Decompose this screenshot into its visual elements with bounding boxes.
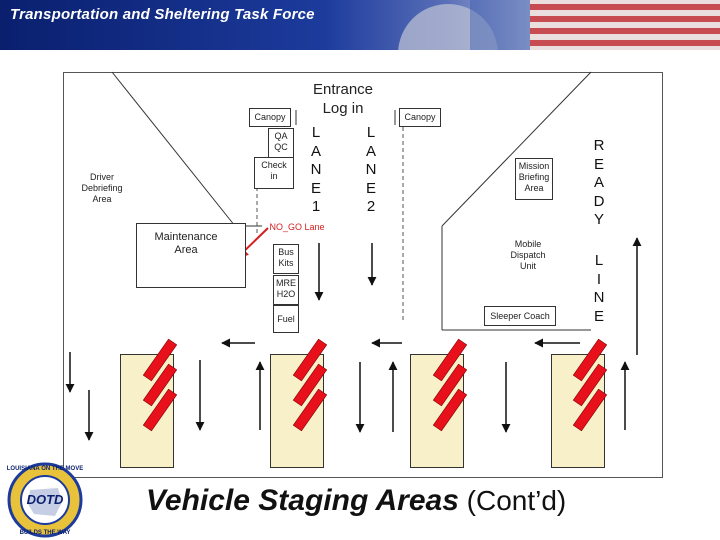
- driver-line-1: Driver: [90, 172, 114, 182]
- bus-label: Bus: [278, 247, 294, 257]
- driver-debriefing-label: Driver Debriefing Area: [66, 172, 138, 205]
- dotd-ring-top: LOUISIANA ON THE MOVE: [7, 466, 83, 472]
- dispatch-line-3: Unit: [519, 261, 536, 271]
- lane2-l: L: [366, 124, 376, 141]
- entrance-line-1: Entrance: [312, 81, 374, 98]
- flag-image: [470, 0, 720, 50]
- header-title: Transportation and Sheltering Task Force: [10, 6, 315, 23]
- lane2-e: E: [365, 179, 376, 197]
- lane1-e: E: [310, 179, 321, 197]
- maintenance-label: Maintenance Area: [140, 231, 232, 257]
- vehicle-group-4: [572, 338, 608, 432]
- mre-h2o-box: MRE H2O: [273, 275, 299, 305]
- vehicle: [292, 388, 328, 432]
- ready-y: Y: [593, 211, 604, 228]
- mobile-dispatch-label: Mobile Dispatch Unit: [502, 239, 554, 272]
- canopy-left-box: Canopy: [249, 108, 291, 127]
- no-go-lane-text: NO_GO Lane: [269, 222, 325, 232]
- check-in-box: Check in: [254, 157, 294, 189]
- vehicle-group-3: [432, 338, 468, 432]
- mre-label: MRE: [276, 278, 296, 288]
- vehicle: [292, 338, 328, 382]
- kits-label: Kits: [278, 258, 294, 268]
- entrance-line-2: Log in: [322, 100, 364, 117]
- ready-a: A: [593, 174, 604, 191]
- vehicle: [432, 363, 468, 407]
- slide-title-rest: (Cont’d): [458, 485, 567, 516]
- canopy-left-label: Canopy: [254, 112, 286, 122]
- lane1-num: 1: [311, 198, 321, 215]
- vehicle: [572, 338, 608, 382]
- qa-label: QA: [274, 131, 288, 141]
- line-i: I: [596, 270, 602, 288]
- vehicle-group-1: [142, 338, 178, 432]
- lane2-n: N: [365, 161, 377, 178]
- sleeper-coach-label: Sleeper Coach: [490, 311, 550, 321]
- mission-line-3: Area: [524, 183, 544, 193]
- lane1-a: A: [310, 142, 321, 160]
- lane2-num: 2: [366, 198, 376, 215]
- mission-briefing-box: Mission Briefing Area: [515, 158, 553, 200]
- vehicle: [572, 363, 608, 407]
- slide-title-italic: Vehicle Staging Areas: [146, 484, 459, 517]
- vehicle: [432, 338, 468, 382]
- check-in-line-2: in: [270, 171, 278, 181]
- slide-title: Vehicle Staging Areas (Cont’d): [146, 484, 566, 518]
- canopy-right-label: Canopy: [404, 112, 436, 122]
- ready-label: R E A D Y: [589, 137, 609, 230]
- dispatch-line-1: Mobile: [514, 239, 542, 249]
- line-l: L: [594, 252, 604, 269]
- vehicle: [142, 338, 178, 382]
- no-go-lane-label: NO_GO Lane: [262, 222, 332, 233]
- dotd-logo-text: DOTD: [27, 492, 64, 507]
- vehicle: [432, 388, 468, 432]
- entrance-label: Entrance Log in: [298, 80, 388, 118]
- vehicle: [142, 363, 178, 407]
- sleeper-coach-box: Sleeper Coach: [484, 306, 556, 326]
- canopy-right-box: Canopy: [399, 108, 441, 127]
- line-label: L I N E: [589, 252, 609, 326]
- maintenance-line-1: Maintenance: [154, 231, 218, 243]
- vehicle-group-2: [292, 338, 328, 432]
- mission-line-1: Mission: [518, 161, 550, 171]
- check-in-line-1: Check: [261, 160, 287, 170]
- lane-2-label: L A N E 2: [361, 124, 381, 217]
- header-bar: Transportation and Sheltering Task Force: [0, 0, 720, 50]
- lane2-a: A: [365, 142, 376, 160]
- dispatch-line-2: Dispatch: [510, 250, 546, 260]
- lane-1-label: L A N E 1: [306, 124, 326, 217]
- line-n: N: [593, 289, 605, 306]
- dotd-ring-bottom: BUILDS THE WAY: [20, 530, 71, 536]
- vehicle: [292, 363, 328, 407]
- vehicle: [142, 388, 178, 432]
- fuel-box: Fuel: [273, 305, 299, 333]
- ready-d: D: [593, 192, 605, 210]
- maintenance-line-2: Area: [174, 244, 198, 256]
- maintenance-area-box: [136, 223, 246, 288]
- h2o-label: H2O: [276, 289, 296, 299]
- driver-line-2: Debriefing: [81, 183, 123, 193]
- line-e: E: [593, 307, 604, 325]
- driver-line-3: Area: [92, 194, 112, 204]
- vehicle: [572, 388, 608, 432]
- dotd-logo: DOTD LOUISIANA ON THE MOVE BUILDS THE WA…: [7, 462, 83, 538]
- mission-line-2: Briefing: [518, 172, 550, 182]
- ready-r: R: [593, 137, 605, 154]
- bus-kits-box: Bus Kits: [273, 244, 299, 274]
- lane1-l: L: [311, 124, 321, 141]
- lane1-n: N: [310, 161, 322, 178]
- fuel-label: Fuel: [277, 314, 295, 324]
- ready-e: E: [593, 155, 604, 173]
- qc-label: QC: [274, 142, 288, 152]
